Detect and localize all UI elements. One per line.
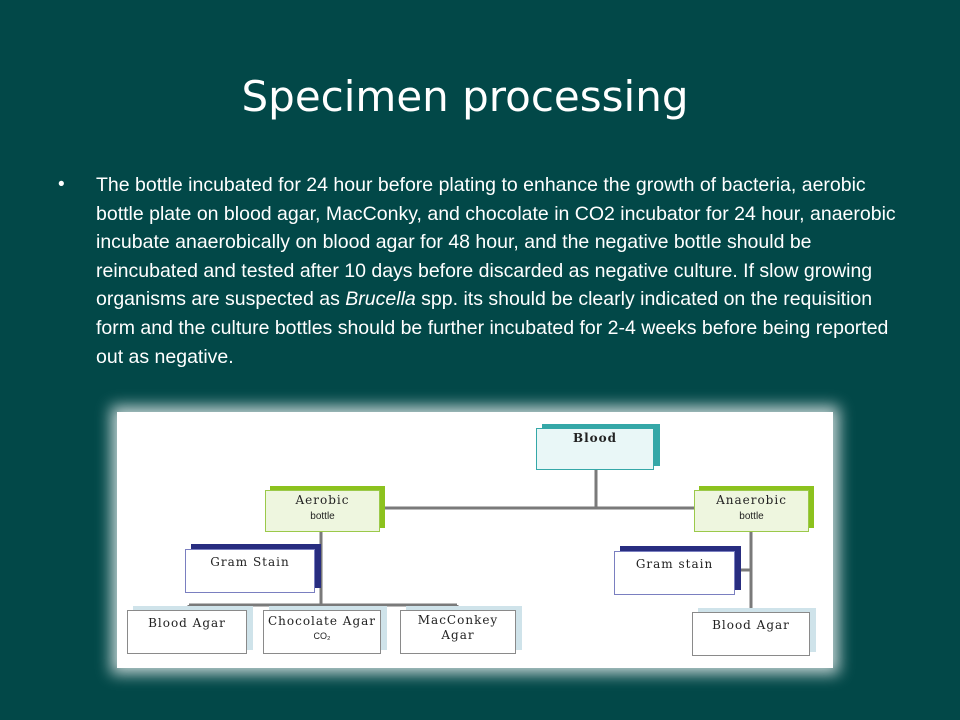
- specimen-flowchart: Blood Aerobic bottle Anaerobic bottle Gr…: [117, 412, 833, 668]
- paragraph-text-after: spp. its should be clearly indicated on …: [96, 288, 889, 368]
- blood-agar-left-box: Blood Agar: [127, 610, 247, 654]
- bullet-paragraph: The bottle incubated for 24 hour before …: [96, 171, 896, 371]
- anaerobic-sub: bottle: [739, 511, 764, 522]
- chocolate-agar-box: Chocolate Agar CO₂: [263, 610, 381, 654]
- paragraph-italic-organism: Brucella: [345, 288, 416, 311]
- gram-stain-right-label: Gram stain: [635, 557, 714, 571]
- blood-agar-right-box: Blood Agar: [692, 612, 810, 656]
- blood-agar-left-label: Blood Agar: [148, 616, 226, 630]
- paragraph-text-before: The bottle incubated for 24 hour before …: [96, 174, 896, 311]
- macconkey-line1: MacConkey: [417, 613, 499, 627]
- aerobic-bottle-box: Aerobic bottle: [265, 490, 380, 532]
- aerobic-label: Aerobic: [295, 493, 350, 507]
- flowchart-connectors: [187, 468, 753, 610]
- aerobic-sub: bottle: [310, 511, 335, 522]
- blood-box: Blood: [536, 428, 654, 470]
- bullet-marker: •: [58, 174, 65, 195]
- anaerobic-label: Anaerobic: [716, 493, 787, 507]
- chocolate-agar-label: Chocolate Agar: [267, 614, 377, 628]
- blood-agar-right-label: Blood Agar: [712, 618, 790, 632]
- gram-stain-right-box: Gram stain: [614, 551, 735, 595]
- slide-title: Specimen processing: [241, 72, 689, 121]
- gram-stain-left-box: Gram Stain: [185, 549, 315, 593]
- gram-stain-left-label: Gram Stain: [210, 555, 290, 569]
- blood-label: Blood: [572, 431, 618, 445]
- macconkey-agar-box: MacConkey Agar: [400, 610, 516, 654]
- chocolate-agar-sub: CO₂: [313, 631, 331, 641]
- anaerobic-bottle-box: Anaerobic bottle: [694, 490, 809, 532]
- macconkey-line2: Agar: [441, 628, 475, 642]
